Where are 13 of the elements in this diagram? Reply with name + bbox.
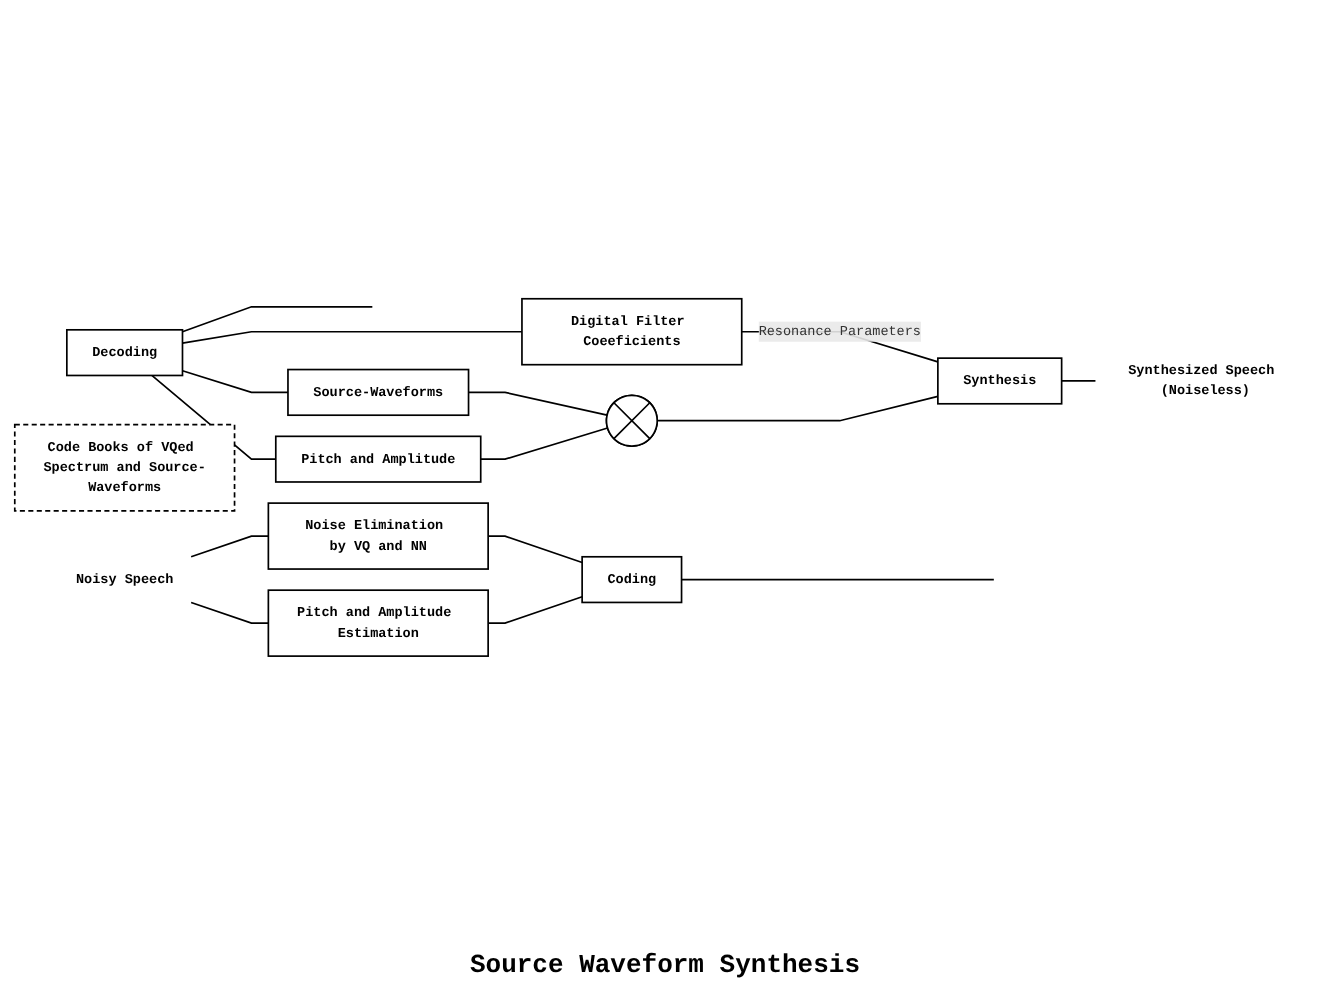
- connector: [181, 330, 523, 344]
- connector: [479, 426, 609, 460]
- connector: [190, 534, 270, 558]
- connector: [1060, 379, 1097, 382]
- note-label: Source Waveform Synthesis: [469, 950, 861, 980]
- connector: [656, 395, 939, 422]
- connector: [680, 578, 995, 581]
- connector: [487, 595, 583, 624]
- connector: [181, 369, 289, 393]
- connector: [467, 391, 608, 416]
- connector: [487, 534, 583, 563]
- connector: [190, 601, 270, 624]
- connector: [181, 305, 374, 333]
